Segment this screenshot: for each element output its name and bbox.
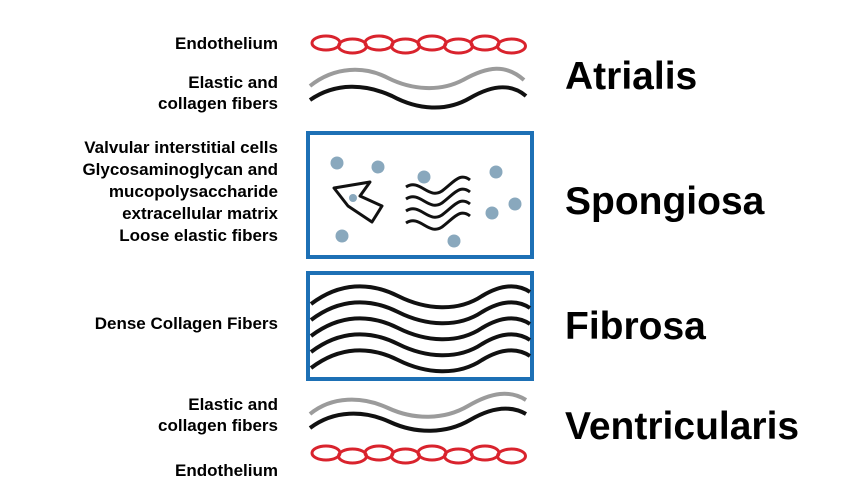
endothelium-top-cells <box>310 34 527 55</box>
loose-elastic-fibers <box>405 175 471 231</box>
collagen-fiber-bottom <box>308 406 527 433</box>
endothelial-cell <box>310 34 342 52</box>
loose-fiber <box>405 199 471 219</box>
dense-fiber <box>309 300 532 326</box>
gag-dot <box>485 206 499 220</box>
label-spongiosa-components: Valvular interstitial cells Glycosaminog… <box>82 137 278 247</box>
layer-ventricularis: Ventricularis <box>565 405 800 448</box>
endothelial-cell <box>443 37 474 55</box>
endothelium-bottom-cells <box>310 444 527 465</box>
label-line: collagen fibers <box>158 94 278 113</box>
interstitial-cell-icon <box>332 180 384 224</box>
gag-dot <box>447 234 461 248</box>
endothelial-cell <box>469 34 501 52</box>
dense-collagen-fibers <box>309 284 532 374</box>
label-line: mucopolysaccharide <box>108 182 278 201</box>
dense-fiber <box>309 284 532 310</box>
gag-dot <box>508 197 522 211</box>
endothelial-cell <box>469 444 501 462</box>
elastic-fiber-top <box>308 66 526 91</box>
label-line: Valvular interstitial cells <box>84 138 278 157</box>
gag-dot <box>417 170 431 184</box>
endothelial-cell <box>310 444 342 462</box>
cell-nucleus <box>349 194 357 202</box>
dense-fiber <box>309 332 532 358</box>
endothelial-cell <box>496 37 527 55</box>
endothelial-cell <box>363 444 395 462</box>
layer-fibrosa: Fibrosa <box>565 305 706 348</box>
endothelial-cell <box>443 447 474 465</box>
label-endothelium-top: Endothelium <box>175 34 278 53</box>
label-endothelium-bottom: Endothelium <box>175 461 278 480</box>
endothelial-cell <box>363 34 395 52</box>
elastic-fiber-bottom <box>308 391 528 419</box>
label-line: collagen fibers <box>158 416 278 435</box>
label-line: Loose elastic fibers <box>119 226 278 245</box>
dense-fiber <box>309 348 532 374</box>
endothelial-cell <box>337 37 368 55</box>
gag-dot <box>489 165 503 179</box>
spongiosa-box <box>306 131 534 259</box>
gag-dots <box>330 156 522 248</box>
loose-fiber <box>405 175 471 195</box>
label-elastic-collagen-bottom: Elastic and collagen fibers <box>158 394 278 436</box>
gag-dot <box>335 229 349 243</box>
gag-dot <box>330 156 344 170</box>
layer-atrialis: Atrialis <box>565 55 698 98</box>
layer-spongiosa: Spongiosa <box>565 180 765 223</box>
dense-fiber <box>309 316 532 342</box>
loose-fiber <box>405 187 471 207</box>
endothelial-cell <box>390 37 421 55</box>
collagen-fiber-top <box>308 84 528 110</box>
label-line: Elastic and <box>188 395 278 414</box>
endothelial-cell <box>496 447 527 465</box>
loose-fiber <box>405 211 471 231</box>
fibrosa-box <box>306 271 534 381</box>
label-line: Elastic and <box>188 73 278 92</box>
label-line: extracellular matrix <box>122 204 278 223</box>
gag-dot <box>371 160 385 174</box>
endothelial-cell <box>337 447 368 465</box>
label-elastic-collagen-top: Elastic and collagen fibers <box>158 72 278 114</box>
endothelial-cell <box>416 34 448 52</box>
endothelial-cell <box>390 447 421 465</box>
endothelial-cell <box>416 444 448 462</box>
label-dense-collagen: Dense Collagen Fibers <box>94 314 278 333</box>
label-line: Glycosaminoglycan and <box>82 160 278 179</box>
